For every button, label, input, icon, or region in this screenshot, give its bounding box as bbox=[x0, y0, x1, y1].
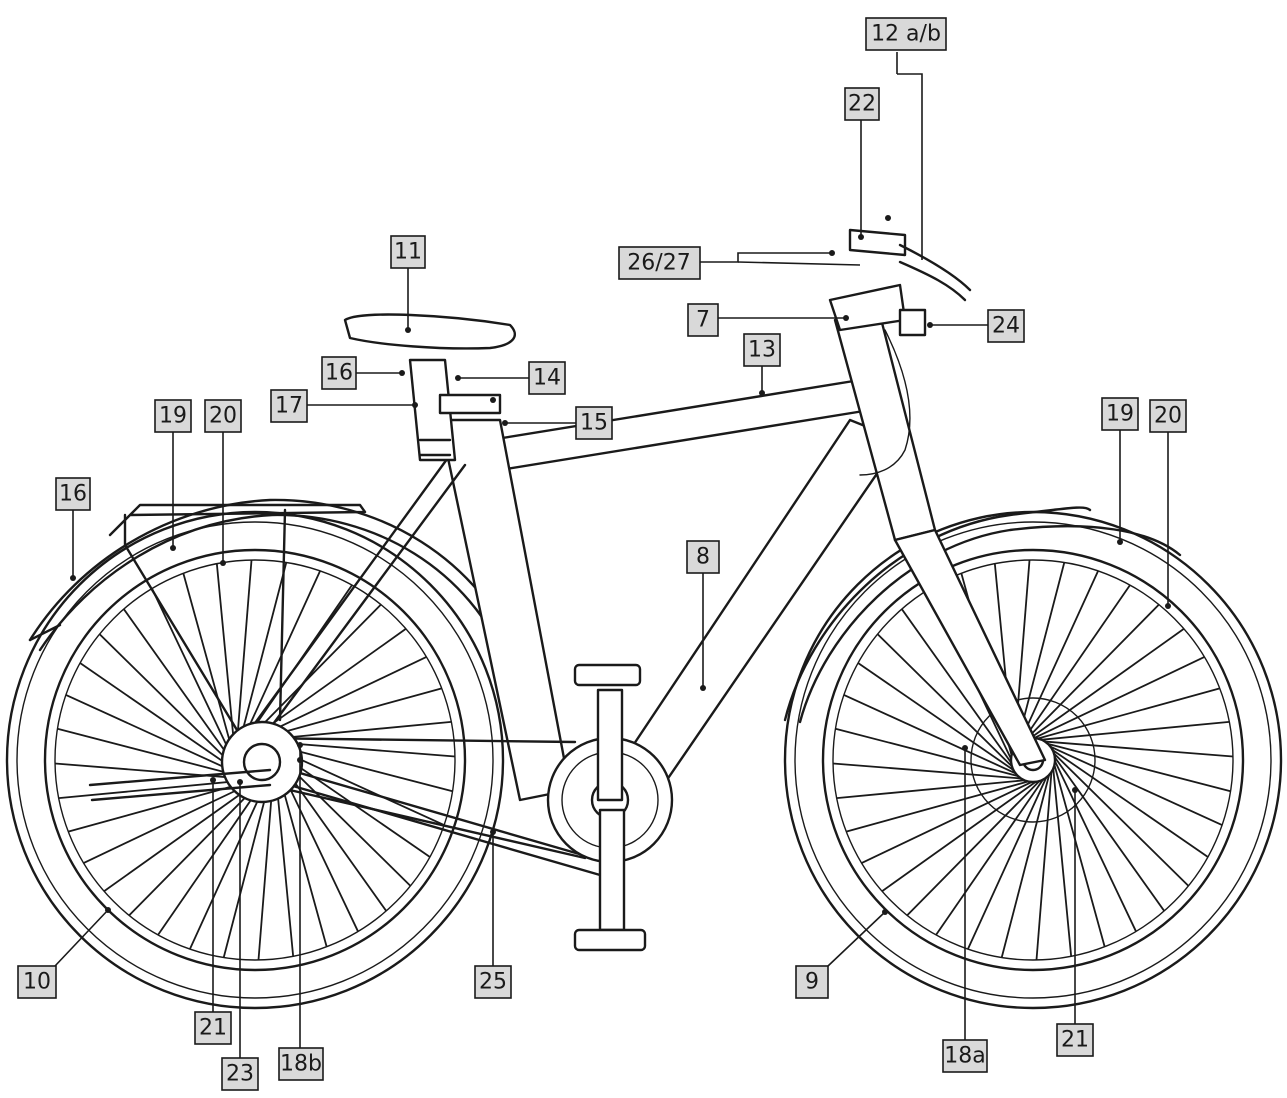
label-24: 24 bbox=[987, 309, 1025, 343]
svg-text:22: 22 bbox=[848, 92, 876, 117]
front-spoke bbox=[1050, 753, 1073, 957]
svg-text:18a: 18a bbox=[944, 1044, 985, 1069]
front-spoke bbox=[836, 777, 1040, 800]
svg-text:15: 15 bbox=[580, 411, 608, 436]
front-spoke bbox=[876, 633, 1024, 778]
label-19-front: 19 bbox=[1101, 397, 1139, 431]
svg-text:20: 20 bbox=[209, 404, 237, 429]
front-spoke bbox=[846, 776, 1044, 833]
rear-spoke bbox=[151, 588, 241, 774]
svg-text:9: 9 bbox=[805, 970, 819, 995]
label-7: 7 bbox=[687, 303, 719, 337]
svg-text:16: 16 bbox=[59, 482, 87, 507]
rear-spoke bbox=[182, 573, 239, 771]
svg-text:19: 19 bbox=[1106, 402, 1134, 427]
label-9: 9 bbox=[795, 965, 829, 999]
front-wheel bbox=[783, 510, 1283, 1010]
rear-spoke bbox=[98, 633, 246, 778]
svg-text:11: 11 bbox=[394, 240, 422, 265]
front-spoke bbox=[1022, 687, 1220, 744]
svg-text:13: 13 bbox=[748, 338, 776, 363]
front-spoke bbox=[1047, 746, 1137, 932]
front-spoke bbox=[1019, 656, 1205, 746]
label-11: 11 bbox=[390, 235, 426, 269]
svg-text:19: 19 bbox=[159, 404, 187, 429]
svg-text:18b: 18b bbox=[280, 1052, 322, 1077]
front-spoke bbox=[1032, 739, 1231, 793]
front-spoke bbox=[1042, 742, 1190, 887]
label-14: 14 bbox=[528, 361, 566, 395]
rear-spoke bbox=[65, 694, 252, 781]
label-23: 23 bbox=[221, 1057, 259, 1091]
front-spoke bbox=[1049, 749, 1106, 947]
svg-text:8: 8 bbox=[696, 545, 710, 570]
front-spoke bbox=[1045, 744, 1165, 912]
svg-text:26/27: 26/27 bbox=[627, 251, 690, 276]
svg-text:10: 10 bbox=[23, 970, 51, 995]
front-spoke bbox=[835, 727, 1034, 781]
label-17: 17 bbox=[270, 389, 308, 423]
front-spoke bbox=[967, 763, 1054, 950]
label-15: 15 bbox=[575, 406, 613, 440]
rear-spoke bbox=[79, 662, 249, 780]
label-21-front: 21 bbox=[1056, 1023, 1094, 1057]
svg-text:21: 21 bbox=[1061, 1028, 1089, 1053]
front-spoke bbox=[1035, 756, 1054, 961]
front-spoke bbox=[1029, 739, 1234, 758]
label-25: 25 bbox=[474, 965, 512, 999]
label-19-rear: 19 bbox=[154, 399, 192, 433]
svg-text:21: 21 bbox=[199, 1016, 227, 1041]
front-spoke bbox=[843, 694, 1030, 781]
front-spoke bbox=[901, 608, 1021, 776]
label-21-rear: 21 bbox=[194, 1011, 232, 1045]
label-10: 10 bbox=[17, 965, 57, 999]
label-13: 13 bbox=[743, 333, 781, 367]
front-spoke bbox=[1036, 739, 1223, 826]
front-spoke bbox=[1013, 584, 1131, 754]
front-spoke bbox=[1000, 759, 1054, 958]
front-spoke bbox=[1026, 720, 1230, 743]
front-spoke bbox=[861, 774, 1047, 864]
label-16-rear: 16 bbox=[55, 477, 91, 511]
svg-text:24: 24 bbox=[992, 314, 1020, 339]
svg-text:23: 23 bbox=[226, 1062, 254, 1087]
label-20-rear: 20 bbox=[204, 399, 242, 433]
front-spoke bbox=[906, 769, 1051, 917]
label-20-front: 20 bbox=[1149, 399, 1187, 433]
label-2627: 26/27 bbox=[618, 246, 701, 280]
svg-text:14: 14 bbox=[533, 366, 561, 391]
svg-text:17: 17 bbox=[275, 394, 303, 419]
svg-text:20: 20 bbox=[1154, 404, 1182, 429]
label-18b: 18b bbox=[278, 1047, 324, 1081]
label-22: 22 bbox=[844, 87, 880, 121]
label-16-seatpost: 16 bbox=[321, 356, 357, 390]
front-spoke bbox=[935, 766, 1053, 936]
front-spoke bbox=[1015, 603, 1160, 751]
rear-spoke bbox=[123, 608, 243, 776]
front-spoke bbox=[1017, 628, 1185, 748]
front-spoke bbox=[832, 762, 1037, 781]
bicycle-illustration bbox=[5, 228, 1283, 1010]
svg-text:7: 7 bbox=[696, 308, 710, 333]
label-8: 8 bbox=[686, 540, 720, 574]
front-spoke bbox=[857, 662, 1027, 780]
svg-text:25: 25 bbox=[479, 970, 507, 995]
svg-text:16: 16 bbox=[325, 361, 353, 386]
part-labels: 12 a/b 22 11 26/27 7 24 13 16 bbox=[17, 17, 1187, 1091]
label-18a: 18a bbox=[942, 1039, 988, 1073]
front-spoke bbox=[1039, 740, 1209, 858]
leader-lines bbox=[54, 52, 1171, 1058]
svg-text:12 a/b: 12 a/b bbox=[871, 22, 941, 47]
label-12ab: 12 a/b bbox=[865, 17, 947, 51]
